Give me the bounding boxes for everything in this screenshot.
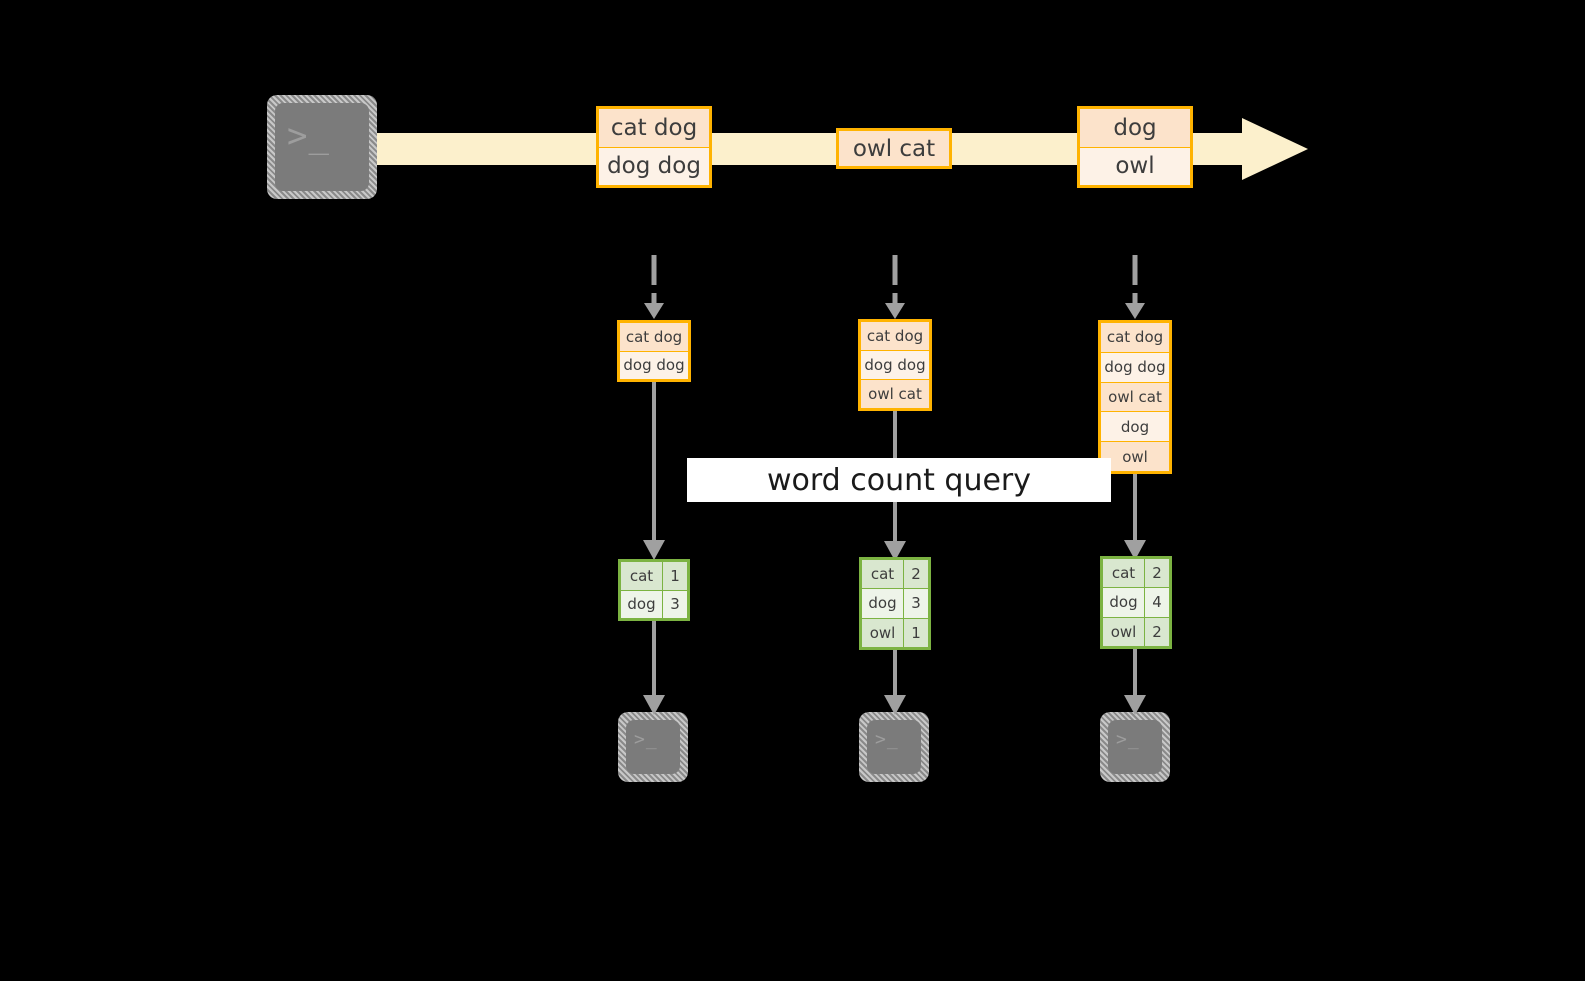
result-table-3: cat 2 dog 4 owl 2 xyxy=(1100,556,1172,649)
snapshot-line: cat dog xyxy=(861,322,929,351)
result-word: owl xyxy=(1103,617,1145,646)
snapshot-line: dog dog xyxy=(1101,352,1169,383)
dashed-connector-3 xyxy=(1125,255,1145,319)
result-table-2: cat 2 dog 3 owl 1 xyxy=(859,557,931,650)
consumer-terminal-1[interactable]: >_ xyxy=(618,712,688,782)
consumer-connector-2 xyxy=(884,650,906,715)
stream-batch-line: owl cat xyxy=(839,131,949,166)
terminal-screen: >_ xyxy=(867,720,921,774)
result-row: cat 2 xyxy=(1103,559,1169,589)
consumer-connector-3 xyxy=(1124,649,1146,715)
result-count: 3 xyxy=(904,589,928,618)
snapshot-line: dog xyxy=(1101,412,1169,443)
result-word: cat xyxy=(1103,559,1145,588)
snapshot-line: dog dog xyxy=(861,351,929,380)
result-count: 4 xyxy=(1145,588,1169,617)
stream-batch-line: owl xyxy=(1080,147,1190,185)
snapshot-line: cat dog xyxy=(1101,323,1169,353)
consumer-terminal-3[interactable]: >_ xyxy=(1100,712,1170,782)
query-connector-1 xyxy=(643,382,665,560)
result-row: dog 3 xyxy=(862,589,928,619)
snapshot-3: cat dog dog dog owl cat dog owl xyxy=(1098,320,1172,474)
result-count: 2 xyxy=(1145,617,1169,646)
result-count: 2 xyxy=(1145,559,1169,588)
snapshot-line: dog dog xyxy=(620,351,688,379)
result-row: dog 4 xyxy=(1103,588,1169,618)
result-row: cat 1 xyxy=(621,562,687,591)
query-label-text: word count query xyxy=(766,462,1032,498)
result-count: 2 xyxy=(904,560,928,589)
result-count: 3 xyxy=(663,590,687,618)
stream-batch-line: dog xyxy=(1080,109,1190,148)
stream-batch-1: cat dog dog dog xyxy=(596,106,712,188)
result-row: owl 1 xyxy=(862,618,928,647)
producer-terminal[interactable]: >_ xyxy=(267,95,377,199)
result-word: dog xyxy=(621,590,663,618)
result-count: 1 xyxy=(663,562,687,590)
result-word: cat xyxy=(862,560,904,589)
query-connector-3 xyxy=(1124,474,1146,560)
stream-batch-line: dog dog xyxy=(599,147,709,185)
terminal-prompt-icon: >_ xyxy=(1116,729,1140,750)
result-word: dog xyxy=(862,589,904,618)
result-count: 1 xyxy=(904,618,928,647)
result-row: cat 2 xyxy=(862,560,928,590)
snapshot-line: owl cat xyxy=(861,380,929,408)
snapshot-2: cat dog dog dog owl cat xyxy=(858,319,932,411)
word-count-query-label: word count query xyxy=(687,458,1111,502)
stream-batch-3: dog owl xyxy=(1077,106,1193,188)
result-row: dog 3 xyxy=(621,590,687,618)
stream-batch-2: owl cat xyxy=(836,128,952,169)
terminal-screen: >_ xyxy=(275,103,369,191)
result-word: dog xyxy=(1103,588,1145,617)
snapshot-line: cat dog xyxy=(620,323,688,352)
terminal-prompt-icon: >_ xyxy=(875,729,899,750)
result-word: cat xyxy=(621,562,663,590)
dashed-connector-1 xyxy=(644,255,664,319)
result-word: owl xyxy=(862,618,904,647)
dashed-connector-2 xyxy=(885,255,905,319)
result-table-1: cat 1 dog 3 xyxy=(618,559,690,621)
snapshot-line: owl xyxy=(1101,442,1169,471)
snapshot-1: cat dog dog dog xyxy=(617,320,691,382)
terminal-screen: >_ xyxy=(1108,720,1162,774)
consumer-terminal-2[interactable]: >_ xyxy=(859,712,929,782)
consumer-connector-1 xyxy=(643,621,665,715)
stream-batch-line: cat dog xyxy=(599,109,709,148)
terminal-screen: >_ xyxy=(626,720,680,774)
terminal-prompt-icon: >_ xyxy=(634,729,658,750)
terminal-prompt-icon: >_ xyxy=(287,116,330,156)
result-row: owl 2 xyxy=(1103,617,1169,646)
snapshot-line: owl cat xyxy=(1101,382,1169,413)
